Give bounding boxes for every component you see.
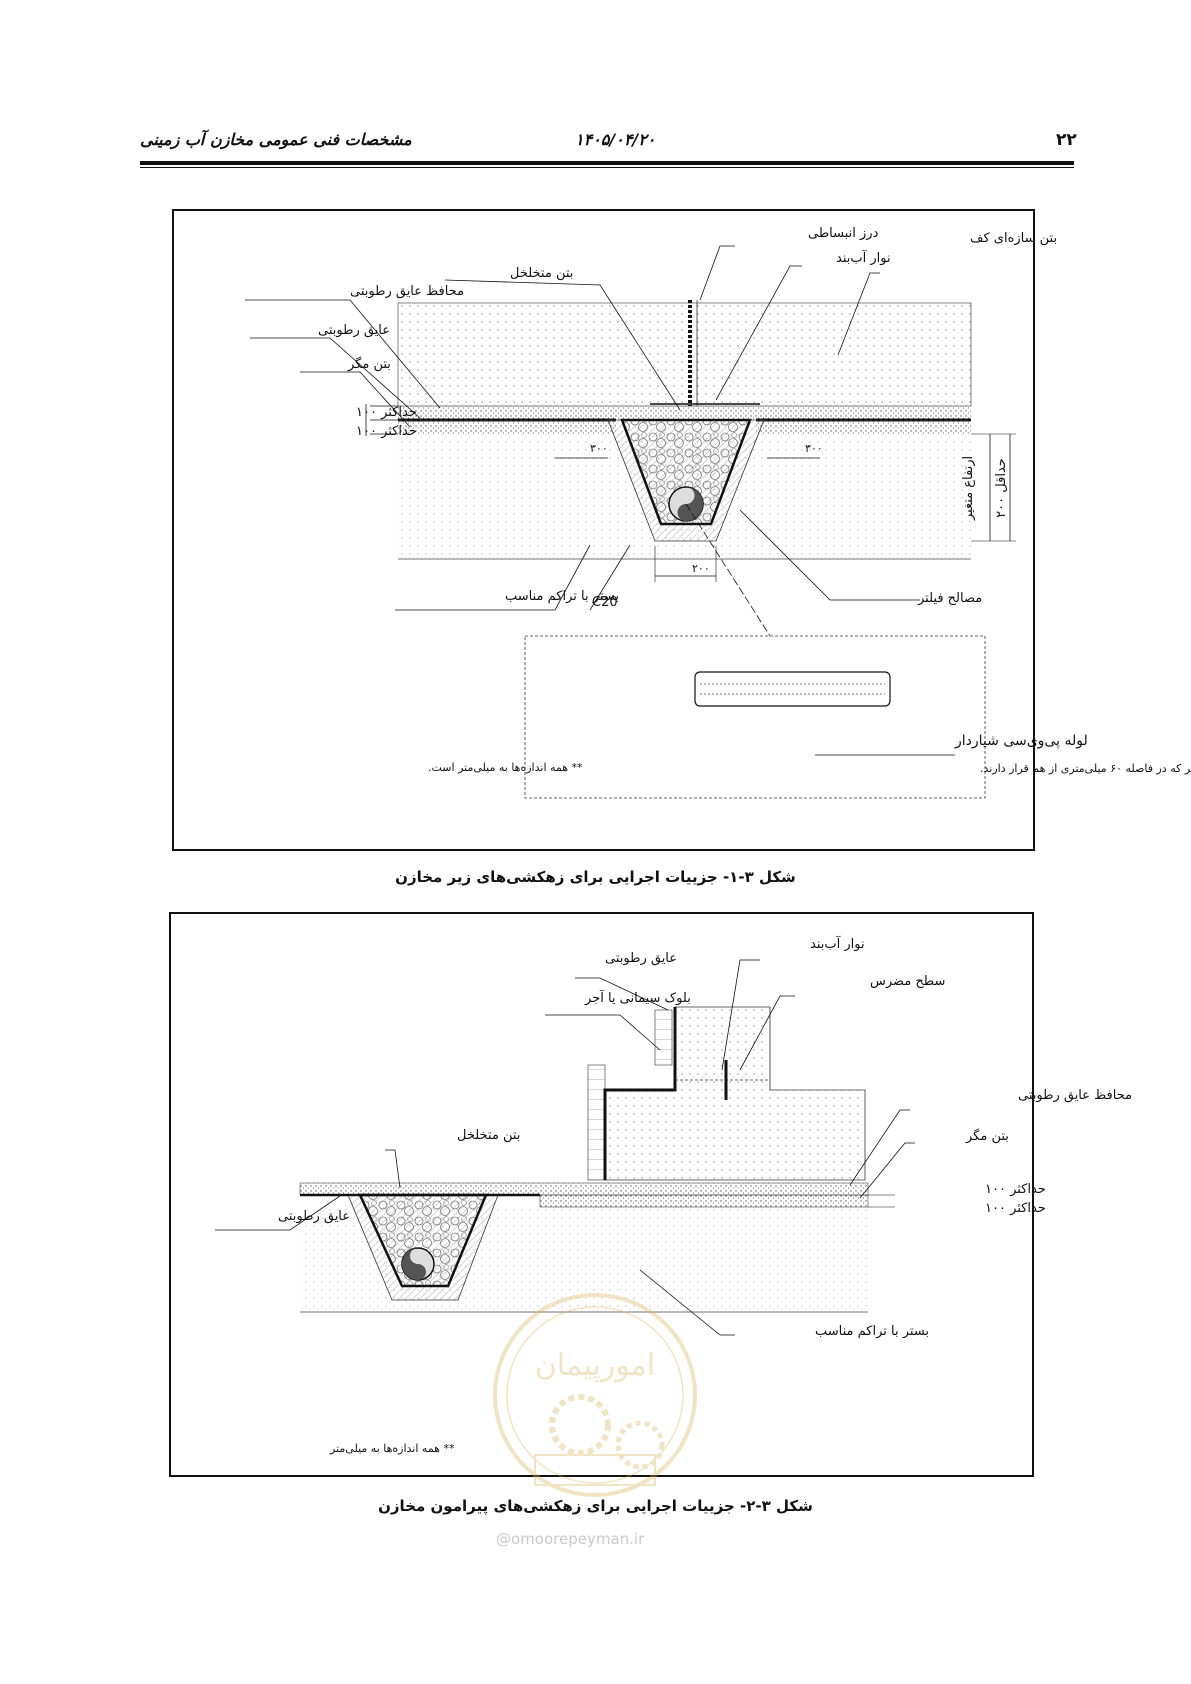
label-min200: حداقل ۲۰۰ [994, 458, 1009, 518]
pipe-detail-box [524, 635, 986, 799]
label-moisture-barrier: عایق رطوبتی [318, 323, 390, 338]
label-dim-300-right: ۳۰۰ [805, 442, 823, 455]
page-number: ۲۲ [1056, 130, 1077, 150]
label-max100-a-2: حداکثر ۱۰۰ [985, 1182, 1046, 1197]
brick-block-wall [587, 1064, 606, 1181]
lean-concrete-layer [398, 406, 971, 420]
label-filter-material: مصالح فیلتر [917, 591, 982, 606]
figure-1-caption: شکل ۳-۱- جزییات اجرایی برای زهکشی‌های زی… [395, 868, 796, 886]
figure-1-frame [172, 209, 1035, 851]
label-units-note-2: ** همه اندازه‌ها به میلی‌متر [329, 1442, 455, 1455]
label-dim-300-left: ۳۰۰ [590, 442, 608, 455]
label-barrier-protector-2: محافظ عایق رطوبتی [1018, 1088, 1132, 1103]
label-block-brick: بلوک سیمانی یا آجر [584, 989, 691, 1006]
label-compacted-bed: بستر با تراکم مناسب [505, 589, 619, 604]
header-rule-thin [140, 167, 1074, 168]
label-compacted-bed-2: بستر با تراکم مناسب [815, 1324, 929, 1339]
figure-2: نوار آب‌بند عایق رطوبتی سطح مضرس بلوک سی… [169, 912, 1132, 1477]
header-date: ۱۴۰۵/۰۴/۲۰ [575, 130, 656, 149]
label-max100-a: حداکثر ۱۰۰ [356, 405, 417, 420]
label-porous-concrete: بتن متخلخل [510, 266, 573, 281]
label-barrier-protector: محافظ عایق رطوبتی [350, 284, 464, 299]
label-variable-height: ارتفاع متغیر [961, 456, 976, 521]
pvc-pipe-elevation [694, 671, 891, 707]
label-exposed-surface: سطح مضرس [870, 974, 945, 989]
label-lean-concrete-2: بتن مگر [965, 1128, 1009, 1144]
label-porous-concrete-2: بتن متخلخل [457, 1128, 520, 1143]
watermark-logo: امورپیمان [493, 1293, 697, 1497]
label-moisture-barrier-left: عایق رطوبتی [278, 1209, 350, 1224]
label-lean-concrete: بتن مگر [347, 356, 391, 372]
header-rule [140, 161, 1074, 165]
figure-1: درز انبساطی نوار آب‌بند بتن سازه‌ای کف ب… [172, 209, 1191, 851]
label-waterstop: نوار آب‌بند [836, 249, 891, 266]
wall-footing [604, 1006, 866, 1181]
label-expansion-joint: درز انبساطی [808, 226, 879, 241]
label-units-note-1: ** همه اندازه‌ها به میلی‌متر است. [428, 761, 583, 774]
label-slots-note: شیارها به عرض ۱ میلی‌متر و طول ۸ میلی‌مت… [980, 762, 1191, 775]
label-pvc-pipe: لوله پی‌وی‌سی شیاردار [954, 733, 1088, 749]
label-structural-slab: بتن سازه‌ای کف [970, 231, 1057, 246]
moisture-barrier-wall [603, 1007, 677, 1180]
label-c20: C20 [592, 595, 618, 610]
label-max100-b-2: حداکثر ۱۰۰ [985, 1201, 1046, 1216]
label-max100-b: حداکثر ۱۰۰ [356, 424, 417, 439]
label-waterstop-2: نوار آب‌بند [810, 935, 865, 952]
figure-2-caption: شکل ۳-۲- جزییات اجرایی برای زهکشی‌های پی… [378, 1497, 813, 1515]
header-title: مشخصات فنی عمومی مخازن آب زمینی [140, 130, 412, 149]
svg-text:امورپیمان: امورپیمان [535, 1348, 655, 1383]
label-dim-200: ۲۰۰ [692, 562, 710, 575]
structural-slab-fill [397, 302, 972, 407]
label-moisture-barrier-top: عایق رطوبتی [605, 951, 677, 966]
watermark-url: @omoorepeyman.ir [496, 1530, 645, 1548]
filter-material [620, 418, 752, 526]
figure-2-frame [169, 912, 1034, 1477]
